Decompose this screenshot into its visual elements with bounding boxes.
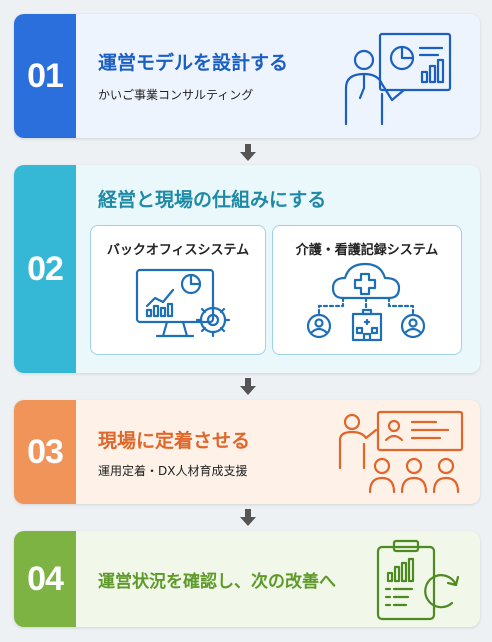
arrow-down-icon — [240, 378, 256, 395]
box-title: バックオフィスシステム — [106, 243, 250, 258]
monitor-chart-gear-icon — [135, 268, 231, 338]
step-card-04: 04 運営状況を確認し、次の改善へ — [14, 531, 480, 627]
step-title: 運営状況を確認し、次の改善へ — [98, 572, 336, 592]
care-record-system-box: 介護・看護記録システム — [272, 225, 462, 355]
step-content: 経営と現場の仕組みにする バックオフィスシステム 介護・看護記 — [76, 165, 480, 373]
step-number: 02 — [14, 165, 76, 373]
arrow-down-icon — [240, 144, 256, 161]
step-content: 運営状況を確認し、次の改善へ — [76, 531, 480, 627]
clipboard-review-icon — [376, 539, 460, 621]
backoffice-system-box: バックオフィスシステム — [90, 225, 266, 355]
step-content: 運営モデルを設計する かいご事業コンサルティング — [76, 14, 480, 138]
cloud-medical-network-icon — [306, 262, 426, 342]
box-title: 介護・看護記録システム — [295, 243, 439, 258]
step-title: 運営モデルを設計する — [98, 52, 289, 74]
step-card-02: 02 経営と現場の仕組みにする バックオフィスシステム — [14, 165, 480, 373]
step-card-03: 03 現場に定着させる 運用定着・DX人材育成支援 — [14, 400, 480, 504]
step-subtitle: かいご事業コンサルティング — [98, 88, 254, 102]
step-card-01: 01 運営モデルを設計する かいご事業コンサルティング — [14, 14, 480, 138]
arrow-down-icon — [240, 509, 256, 526]
step-number: 01 — [14, 14, 76, 138]
step-number: 04 — [14, 531, 76, 627]
step-title: 現場に定着させる — [98, 430, 251, 452]
presenter-icon — [344, 32, 452, 126]
step-number: 03 — [14, 400, 76, 504]
step-subtitle: 運用定着・DX人材育成支援 — [98, 464, 248, 478]
step-content: 現場に定着させる 運用定着・DX人材育成支援 — [76, 400, 480, 504]
step-title: 経営と現場の仕組みにする — [98, 189, 327, 211]
training-class-icon — [338, 410, 464, 494]
